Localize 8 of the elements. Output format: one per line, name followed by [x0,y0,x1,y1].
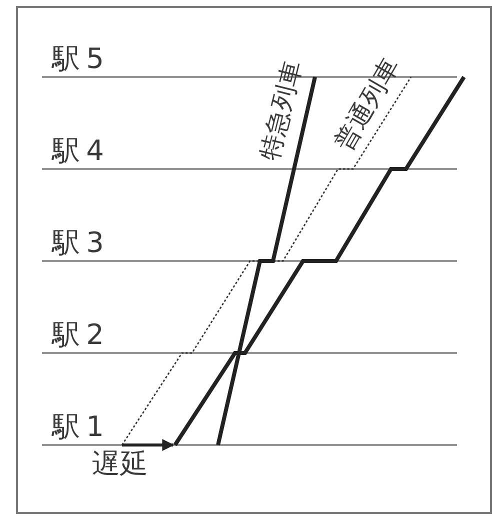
train-label: 普通列車 [330,54,404,154]
station-label: 駅4 [52,137,110,165]
station-label: 駅3 [52,229,110,257]
station-label: 駅2 [52,321,110,349]
train-label: 特急列車 [256,58,306,162]
delay-label: 遅延 [92,450,148,478]
station-label: 駅1 [52,413,110,441]
station-label: 駅5 [52,45,110,73]
